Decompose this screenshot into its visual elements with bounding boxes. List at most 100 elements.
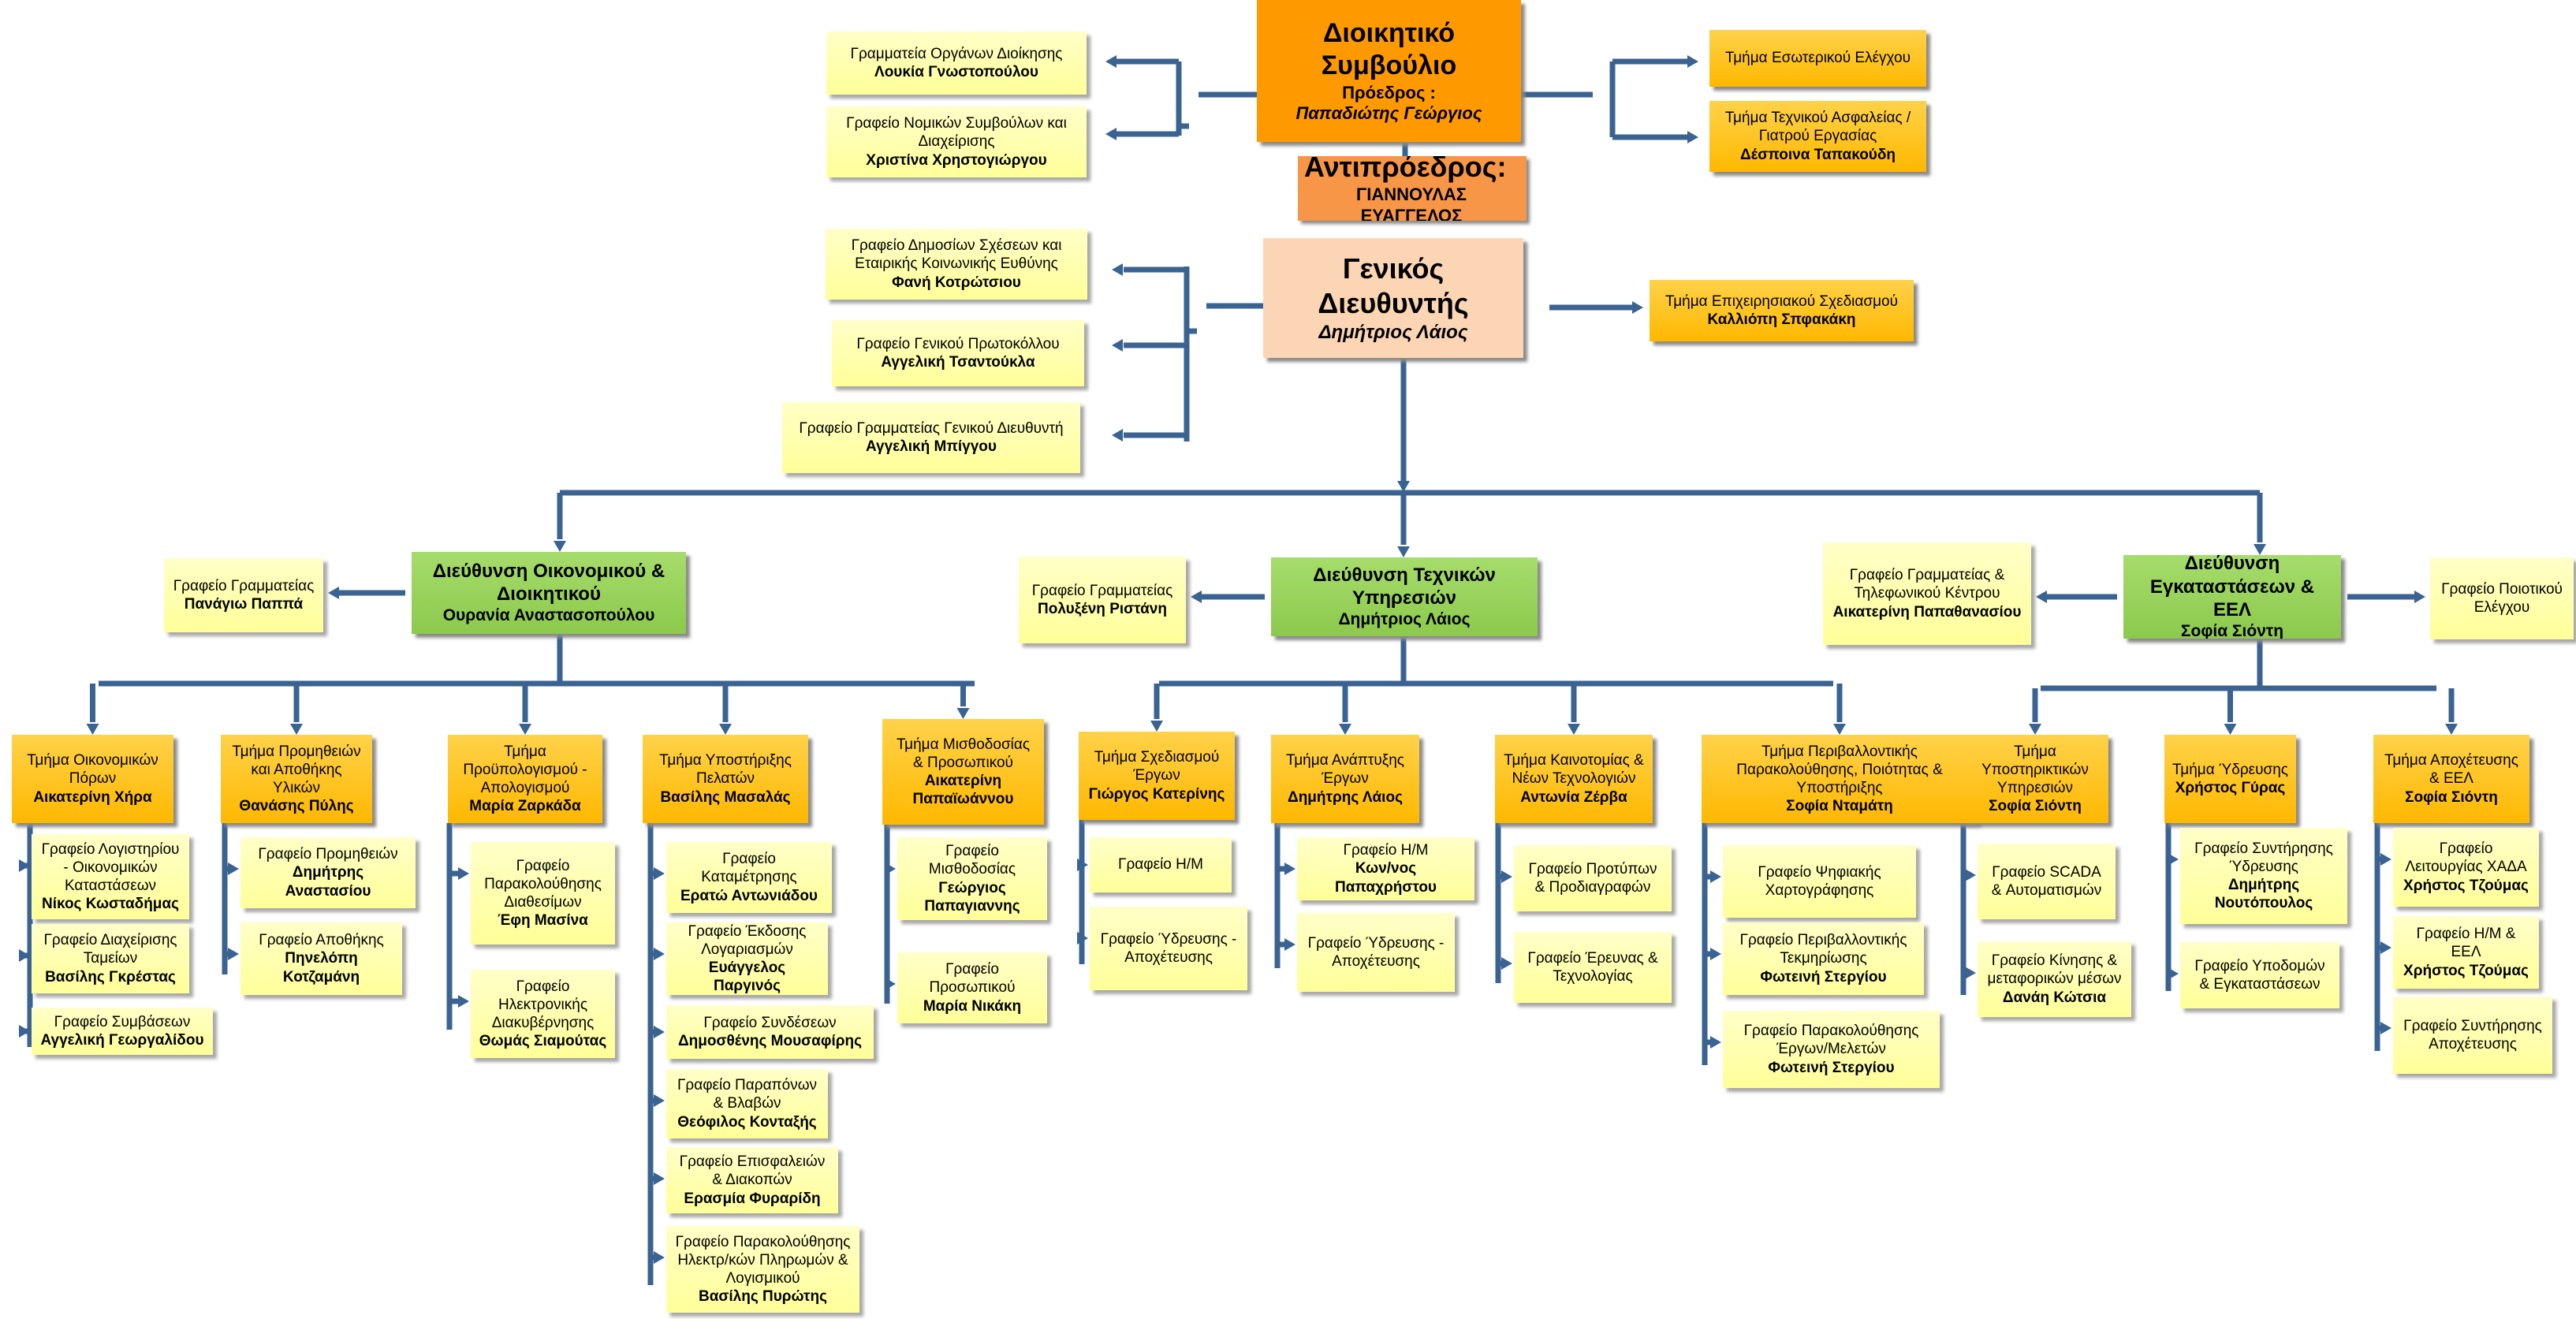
board-right-department-1-title: Τμήμα Τεχνικού Ασφαλείας / Γιατρού Εργασ… bbox=[1724, 110, 1911, 145]
department-0-2-title: Τμήμα Προϋπολογισμού - Απολογισμού bbox=[463, 743, 587, 796]
arrow-head bbox=[1105, 128, 1117, 140]
department-0-1-title: Τμήμα Προμηθειών και Αποθήκης Υλικών bbox=[232, 743, 361, 796]
arrow-head bbox=[519, 724, 531, 735]
arrow-head bbox=[2168, 967, 2179, 980]
office-2-2-1-title: Γραφείο Η/Μ & ΕΕΛ bbox=[2416, 926, 2516, 961]
board-left-office-1-title: Γραφείο Νομικών Συμβούλων και Διαχείριση… bbox=[846, 115, 1067, 151]
board-right-department-1-name: Δέσποινα Ταπακούδη bbox=[1740, 146, 1896, 163]
arrow-head bbox=[1833, 724, 1846, 735]
office-0-4-1-title: Γραφείο Προσωπικού bbox=[929, 961, 1016, 997]
arrow-head bbox=[1501, 870, 1512, 883]
division-2-secretariat-1-title: Γραφείο Ποιοτικού Ελέγχου bbox=[2441, 580, 2563, 616]
board-right-department-0: Τμήμα Εσωτερικού Ελέγχου bbox=[1709, 30, 1926, 87]
arrow-head bbox=[328, 587, 339, 599]
office-1-1-0-title: Γραφείο Η/Μ bbox=[1343, 842, 1429, 859]
arrow-head bbox=[2168, 853, 2179, 866]
board-box-title: Διοικητικό Συμβούλιο bbox=[1321, 17, 1457, 81]
office-1-3-1-title: Γραφείο Περιβαλλοντικής Τεκμηρίωσης bbox=[1739, 932, 1907, 967]
arrow-head bbox=[1284, 938, 1295, 951]
office-1-1-0-name: Κων/νος Παπαχρήστου bbox=[1334, 860, 1437, 896]
office-0-3-4-name: Ερασμία Φυραρίδη bbox=[684, 1190, 821, 1207]
arrow-head bbox=[1112, 263, 1123, 276]
office-1-3-2-name: Φωτεινή Στεργίου bbox=[1768, 1059, 1895, 1076]
office-2-2-0-title: Γραφείο Λειτουργίας ΧΑΔΑ bbox=[2405, 840, 2527, 876]
office-2-0-1-title: Γραφείο Κίνησης & μεταφορικών μέσων bbox=[1987, 952, 2122, 988]
office-0-0-1-name: Βασίλης Γκρέστας bbox=[45, 968, 176, 986]
arrow-head bbox=[19, 949, 30, 962]
general-manager-box-name: Δημήτριος Λάιος bbox=[1318, 322, 1468, 344]
arrow-head bbox=[2036, 591, 2047, 603]
department-0-0-title: Τμήμα Οικονομικών Πόρων bbox=[27, 752, 158, 788]
arrow-head bbox=[86, 724, 99, 735]
department-2-2-name: Σοφία Σιόντη bbox=[2405, 788, 2498, 806]
arrow-head bbox=[554, 541, 566, 552]
arrow-head bbox=[1284, 863, 1295, 875]
division-2-secretariat-0: Γραφείο Γραμματείας & Τηλεφωνικού Κέντρο… bbox=[1823, 542, 2031, 645]
division-2-secretariat-1: Γραφείο Ποιοτικού Ελέγχου bbox=[2430, 557, 2574, 639]
department-1-2-title: Τμήμα Καινοτομίας & Νέων Τεχνολογιών bbox=[1504, 752, 1644, 788]
office-1-0-0-title: Γραφείο Η/Μ bbox=[1118, 856, 1203, 874]
office-2-2-2: Γραφείο Συντήρησης Αποχέτευσης bbox=[2393, 997, 2552, 1074]
department-0-2-name: Μαρία Ζαρκάδα bbox=[469, 798, 581, 815]
office-2-2-1-name: Χρήστος Τζούμας bbox=[2403, 962, 2529, 979]
department-2-0-title: Τμήμα Υποστηρικτικών Υπηρεσιών bbox=[1981, 743, 2089, 796]
arrow-head bbox=[2445, 724, 2458, 735]
arrow-head bbox=[1112, 339, 1123, 352]
department-2-1-title: Τμήμα Ύδρευσης bbox=[2172, 761, 2288, 778]
office-0-4-0-title: Γραφείο Μισθοδοσίας bbox=[928, 843, 1016, 878]
arrow-head bbox=[1191, 591, 1202, 603]
office-2-1-1: Γραφείο Υποδομών & Εγκαταστάσεων bbox=[2180, 942, 2339, 1008]
department-2-1-name: Χρήστος Γύρας bbox=[2175, 780, 2286, 796]
arrow-head bbox=[956, 708, 970, 719]
arrow-head bbox=[1105, 55, 1117, 68]
arrow-head bbox=[1687, 131, 1698, 143]
board-right-department-1: Τμήμα Τεχνικού Ασφαλείας / Γιατρού Εργασ… bbox=[1709, 101, 1926, 172]
division-box-0-name: Ουρανία Αναστασοπούλου bbox=[442, 606, 655, 625]
office-0-3-2-name: Δημοσθένης Μουσαφίρης bbox=[678, 1033, 862, 1049]
arrow-head bbox=[885, 863, 896, 875]
arrow-head bbox=[458, 867, 469, 880]
office-0-2-0-name: Έφη Μασίνα bbox=[498, 912, 588, 930]
office-0-0-2-title: Γραφείο Συμβάσεων bbox=[54, 1013, 191, 1030]
arrow-head bbox=[1150, 721, 1163, 732]
office-2-1-0-name: Δημήτρης Νουτόπουλος bbox=[2214, 877, 2313, 912]
vice-president-box-name: ΓΙΑΝΝΟΥΛΑΣ ΕΥΑΓΓΕΛΟΣ bbox=[1356, 184, 1467, 221]
arrow-head bbox=[19, 859, 30, 872]
office-1-3-2-title: Γραφείο Παρακολούθησης Έργων/Μελετών bbox=[1743, 1023, 1919, 1058]
office-1-2-1: Γραφείο Έρευνας & Τεχνολογίας bbox=[1514, 932, 1672, 1003]
department-0-4-name: Αικατερίνη Παπαϊωάννου bbox=[912, 773, 1014, 808]
office-2-2-2-title: Γραφείο Συντήρησης Αποχέτευσης bbox=[2403, 1017, 2542, 1053]
arrow-head bbox=[1710, 1036, 1721, 1049]
office-0-3-5: Γραφείο Παρακολούθησης Ηλεκτρ/κών Πληρωμ… bbox=[666, 1226, 859, 1313]
gm-left-office-2-title: Γραφείο Γραμματείας Γενικού Διευθυντή bbox=[799, 419, 1064, 437]
arrow-head bbox=[654, 1094, 665, 1107]
arrow-head bbox=[1632, 301, 1643, 314]
office-2-0-0: Γραφείο SCADA & Αυτοματισμών bbox=[1978, 844, 2116, 919]
arrow-head bbox=[2380, 941, 2391, 954]
gm-left-office-1-name: Αγγελική Τσαντούκλα bbox=[881, 354, 1035, 371]
board-left-office-1-name: Χριστίνα Χρηστογιώργου bbox=[866, 151, 1047, 169]
office-0-0-0: Γραφείο Λογιστηρίου - Οικονομικών Καταστ… bbox=[32, 834, 189, 919]
board-left-office-1: Γραφείο Νομικών Συμβούλων και Διαχείριση… bbox=[826, 106, 1087, 177]
arrow-head bbox=[2254, 544, 2266, 555]
